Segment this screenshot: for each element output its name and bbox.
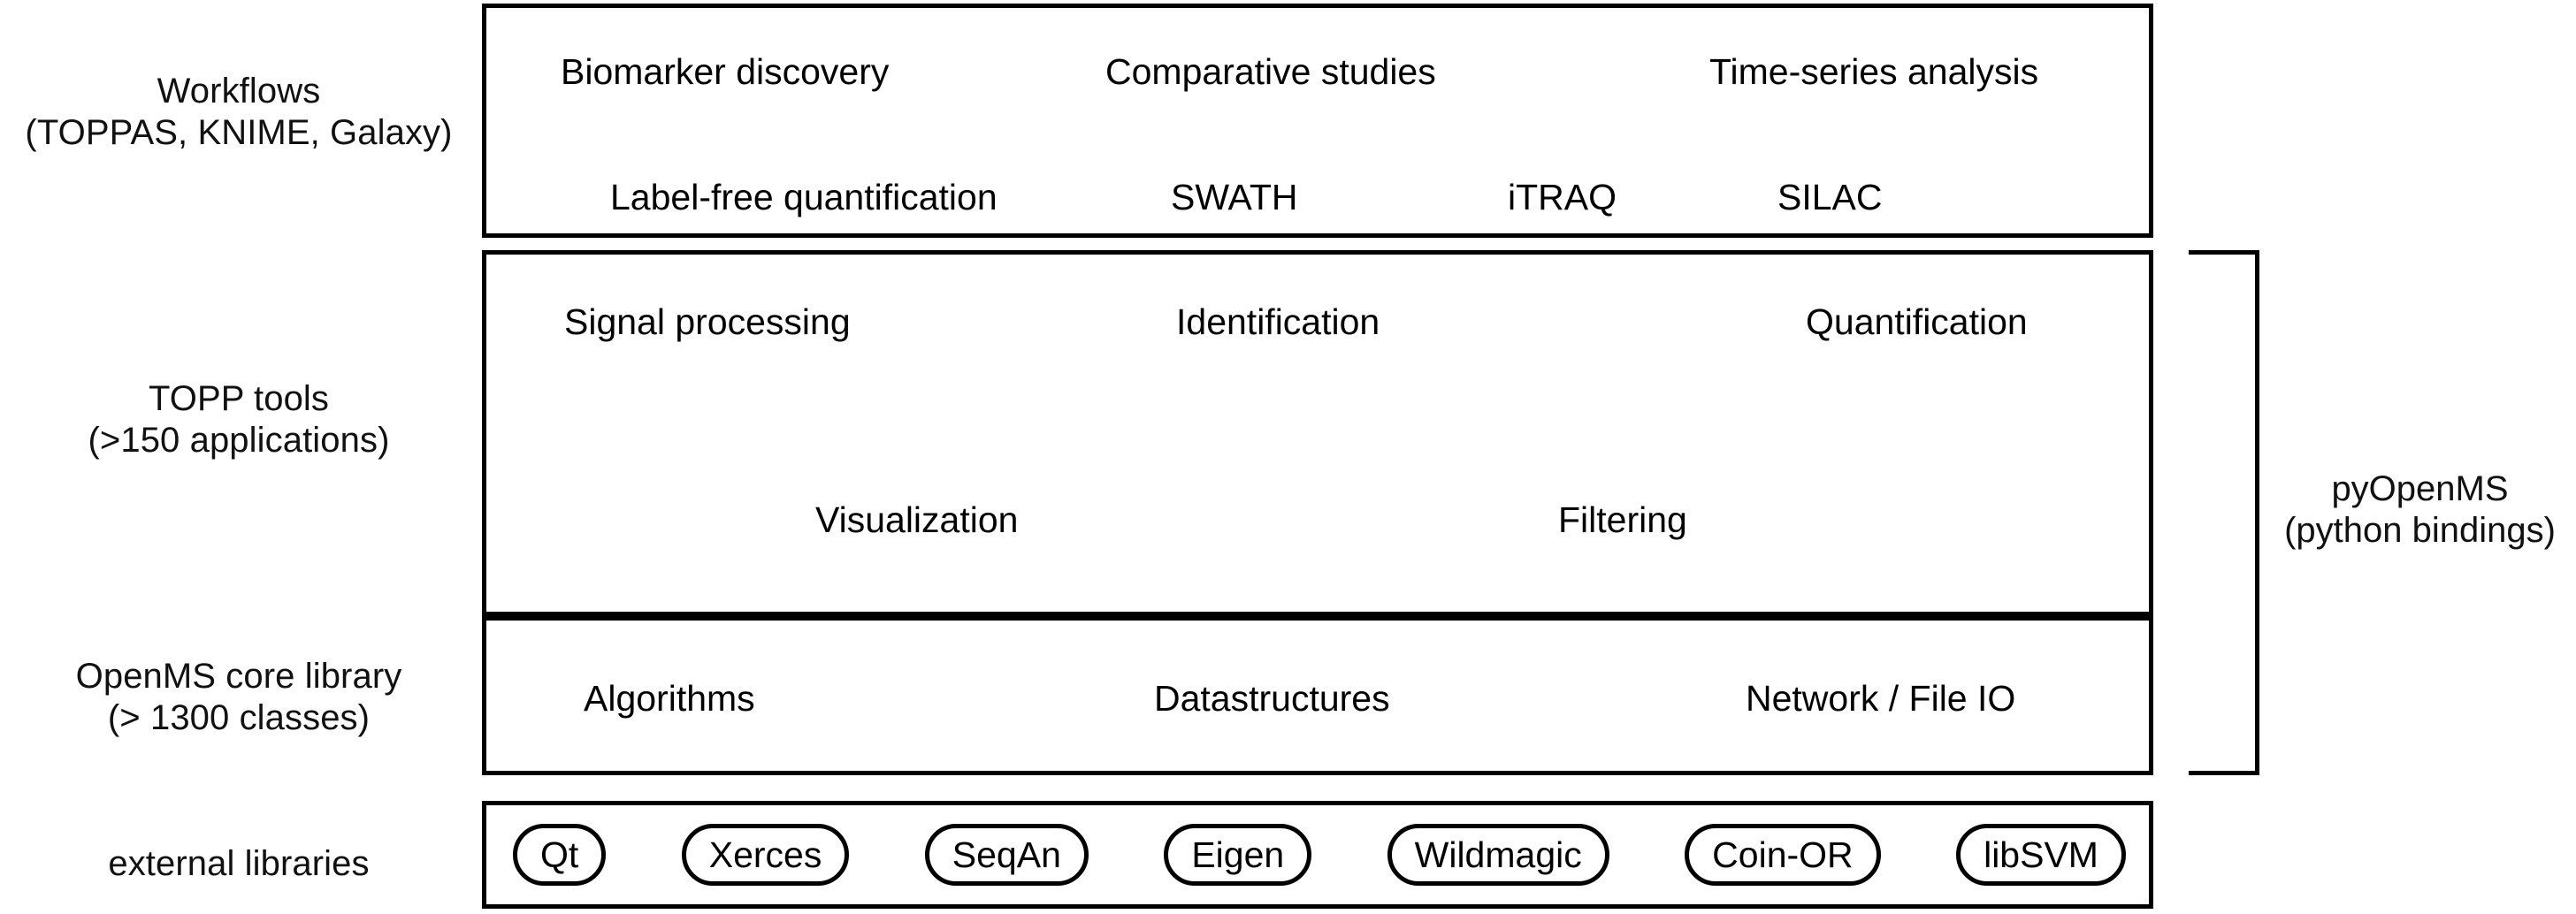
topp-item-quantification: Quantification (1806, 301, 2028, 342)
layer-box-topp-tools: Signal processing Identification Quantif… (482, 250, 2153, 616)
layer-label-openms-core-library-line2: (> 1300 classes) (107, 698, 371, 738)
layer-label-workflows: Workflows (TOPPAS, KNIME, Galaxy) (0, 71, 478, 154)
workflows-item-itraq: iTRAQ (1508, 177, 1617, 217)
layer-label-workflows-line1: Workflows (157, 72, 321, 110)
external-library-pill-coin-or: Coin-OR (1685, 824, 1881, 886)
external-library-pill-qt: Qt (513, 824, 607, 886)
external-library-pill-libsvm: libSVM (1956, 824, 2126, 886)
pyopenms-label-line1: pyOpenMS (2331, 469, 2509, 508)
layer-box-workflows: Biomarker discovery Comparative studies … (482, 4, 2153, 238)
pyopenms-bracket (2189, 250, 2259, 775)
topp-item-visualization: Visualization (815, 499, 1019, 540)
layer-label-workflows-line2: (TOPPAS, KNIME, Galaxy) (25, 113, 453, 153)
workflows-item-label-free-quantification: Label-free quantification (610, 177, 998, 217)
workflows-item-biomarker-discovery: Biomarker discovery (561, 51, 890, 92)
core-item-network-file-io: Network / File IO (1746, 678, 2016, 719)
layer-label-topp-tools-line1: TOPP tools (148, 379, 330, 418)
pyopenms-label: pyOpenMS (python bindings) (2264, 468, 2576, 552)
external-library-pill-eigen: Eigen (1164, 824, 1312, 886)
layer-label-openms-core-library-line1: OpenMS core library (75, 657, 402, 696)
pyopenms-label-line2: (python bindings) (2284, 511, 2556, 551)
external-library-pill-seqan: SeqAn (924, 824, 1089, 886)
layer-label-external-libraries-line1: external libraries (108, 844, 370, 883)
workflows-item-swath: SWATH (1171, 177, 1298, 217)
external-libraries-pill-row: Qt Xerces SeqAn Eigen Wildmagic Coin-OR … (513, 824, 2126, 886)
layer-label-openms-core-library: OpenMS core library (> 1300 classes) (0, 656, 478, 739)
external-library-pill-xerces: Xerces (681, 824, 850, 886)
layer-label-topp-tools-line2: (>150 applications) (88, 421, 390, 461)
layer-label-external-libraries: external libraries (0, 843, 478, 885)
core-item-datastructures: Datastructures (1154, 678, 1390, 719)
layer-box-openms-core-library: Algorithms Datastructures Network / File… (482, 616, 2153, 775)
workflows-item-silac: SILAC (1777, 177, 1883, 217)
topp-item-identification: Identification (1176, 301, 1380, 342)
layer-box-external-libraries: Qt Xerces SeqAn Eigen Wildmagic Coin-OR … (482, 801, 2153, 909)
external-library-pill-wildmagic: Wildmagic (1387, 824, 1609, 886)
workflows-item-time-series-analysis: Time-series analysis (1709, 51, 2039, 92)
layer-label-topp-tools: TOPP tools (>150 applications) (0, 378, 478, 461)
topp-item-filtering: Filtering (1558, 499, 1687, 540)
topp-item-signal-processing: Signal processing (564, 301, 851, 342)
workflows-item-comparative-studies: Comparative studies (1105, 51, 1436, 92)
core-item-algorithms: Algorithms (584, 678, 755, 719)
